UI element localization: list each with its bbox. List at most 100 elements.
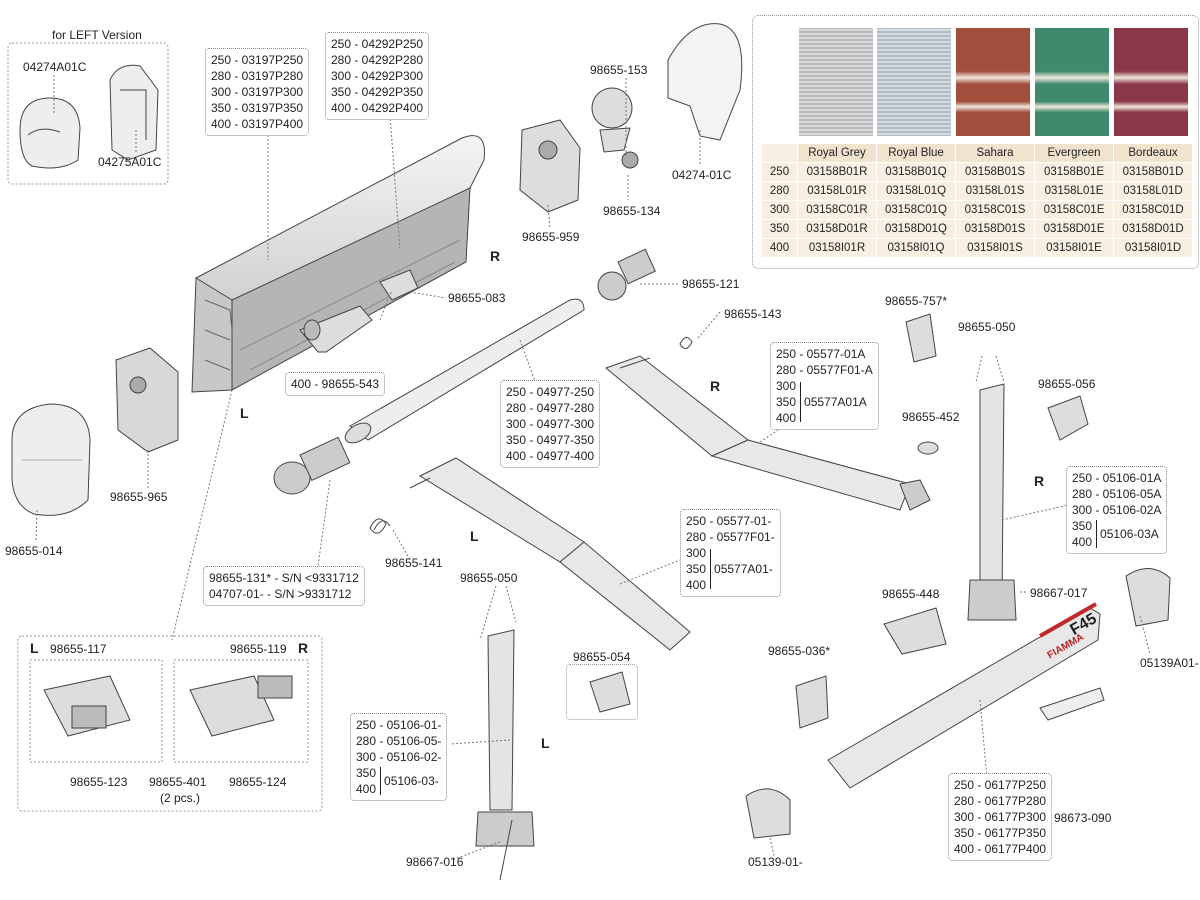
size-row: 250 - 05577-01-: [686, 514, 772, 528]
code-cell: 03158D01R: [797, 219, 877, 239]
part-label-98655-119: 98655-119: [230, 642, 287, 656]
size-row: 98655-131* - S/N <9331712: [209, 571, 359, 585]
part-label-98655-050-right: 98655-050: [958, 320, 1016, 334]
code-cell: 03158I01D: [1113, 238, 1193, 258]
col-header: Sahara: [955, 143, 1035, 163]
swatch-sahara: [956, 28, 1030, 136]
size-row: 280 - 04977-280: [506, 401, 595, 415]
size-row: 400: [686, 578, 707, 592]
part-label-05139A01: 05139A01-: [1140, 656, 1199, 670]
part-label-98655-050-left: 98655-050: [460, 571, 518, 585]
size-row: 350 - 06177P350: [954, 826, 1047, 840]
size-row: 300 - 05106-02-: [356, 750, 442, 764]
group-code: 05577A01-: [714, 562, 773, 576]
size-row: 300 - 03197P300: [211, 85, 304, 99]
part-label-98655-036: 98655-036*: [768, 644, 831, 658]
side-marker-box-left: L: [30, 640, 39, 656]
size-row: 300 - 06177P300: [954, 810, 1047, 824]
part-label-98667-016: 98667-016: [406, 855, 464, 869]
front-rail-part: [827, 602, 1101, 789]
size-row: 250 - 04292P250: [331, 37, 424, 51]
leg-r-size-list: 250 - 05106-01A 280 - 05106-05A 300 - 05…: [1066, 466, 1168, 554]
size-row: 350 - 04977-350: [506, 433, 595, 447]
bracket-part: [379, 269, 419, 301]
part-label-98655-757: 98655-757*: [885, 294, 948, 308]
size-row: 300 - 05106-02A: [1072, 503, 1162, 517]
roller-end-plug-part: [273, 436, 351, 495]
arm-r-size-list: 250 - 05577-01A 280 - 05577F01-A 300 350…: [770, 342, 879, 430]
code-cell: 03158I01E: [1034, 238, 1114, 258]
size-cell: 250: [761, 162, 798, 182]
right-gear-housing-part: [519, 119, 581, 213]
size-row: 400 - 06177P400: [954, 842, 1047, 856]
code-cell: 03158B01E: [1034, 162, 1114, 182]
code-cell: 03158C01Q: [876, 200, 956, 220]
side-marker-left-leg: L: [541, 735, 550, 751]
size-row: 350: [776, 395, 797, 409]
left-version-title: for LEFT Version: [52, 28, 142, 42]
side-marker-left-arm: L: [470, 528, 479, 544]
code-cell: 03158B01S: [955, 162, 1035, 182]
code-cell: 03158L01Q: [876, 181, 956, 201]
fabric-color-table: Royal Grey Royal Blue Sahara Evergreen B…: [752, 15, 1199, 269]
group-code: 05577A01A: [804, 395, 867, 409]
part-label-98655-124: 98655-124: [229, 775, 287, 789]
corner-cell: [761, 143, 798, 163]
code-cell: 03158I01Q: [876, 238, 956, 258]
part-label-98673-090: 98673-090: [1054, 811, 1112, 825]
size-row: 300 - 04292P300: [331, 69, 424, 83]
swatch-royal-grey: [799, 28, 873, 136]
size-row: 300: [686, 546, 707, 560]
roller-plug-part: [597, 248, 656, 301]
size-row: 250 - 06177P250: [954, 778, 1047, 792]
col-header: Royal Blue: [876, 143, 956, 163]
part-label-05139-01: 05139-01-: [748, 855, 803, 869]
code-cell: 03158C01R: [797, 200, 877, 220]
size-row: 350: [686, 562, 707, 576]
part-label-98655-153: 98655-153: [590, 63, 648, 77]
code-cell: 03158C01D: [1113, 200, 1193, 220]
col-header: Bordeaux: [1113, 143, 1193, 163]
size-list-06177: 250 - 06177P250 280 - 06177P280 300 - 06…: [948, 773, 1053, 861]
support-profile-part: [299, 305, 373, 353]
leader-lines: [35, 75, 1151, 861]
side-marker-right: R: [490, 248, 501, 264]
code-cell: 03158B01R: [797, 162, 877, 182]
part-label-98655-143: 98655-143: [724, 307, 782, 321]
left-arm-part: [409, 457, 691, 651]
code-cell: 03158L01R: [797, 181, 877, 201]
code-cell: 03158L01S: [955, 181, 1035, 201]
side-marker-right-leg: R: [1034, 473, 1045, 489]
size-row: 280 - 05577F01-: [686, 530, 775, 544]
part-label-04275A01C: 04275A01C: [98, 155, 162, 169]
size-cell: 300: [761, 200, 798, 220]
winding-mechanism-part: [591, 87, 639, 169]
part-label-98655-965: 98655-965: [110, 490, 168, 504]
part-label-04274A01C: 04274A01C: [23, 60, 87, 74]
size-row: 300 - 04977-300: [506, 417, 595, 431]
swatch-royal-blue: [877, 28, 951, 136]
size-row: 280 - 05106-05A: [1072, 487, 1162, 501]
code-cell: 03158C01E: [1034, 200, 1114, 220]
right-end-cap-part: [667, 23, 743, 141]
group-code: 05106-03-: [384, 774, 439, 788]
part-label-98655-134: 98655-134: [603, 204, 661, 218]
size-row: 250 - 03197P250: [211, 53, 304, 67]
part-label-400-98655-543: 400 - 98655-543: [285, 372, 386, 396]
code-cell: 03158I01S: [955, 238, 1035, 258]
code-cell: 03158L01E: [1034, 181, 1114, 201]
part-label-98655-401-qty: (2 pcs.): [160, 791, 201, 805]
code-cell: 03158D01E: [1034, 219, 1114, 239]
code-cell: 03158B01D: [1113, 162, 1193, 182]
part-label-98655-083: 98655-083: [448, 291, 506, 305]
size-row: 280 - 03197P280: [211, 69, 304, 83]
size-list-03197: 250 - 03197P250 280 - 03197P280 300 - 03…: [205, 48, 310, 136]
fabric-code-table: Royal Grey Royal Blue Sahara Evergreen B…: [761, 143, 1193, 258]
size-row: 280 - 05577F01-A: [776, 363, 873, 377]
size-row: 350: [356, 766, 377, 780]
size-cell: 280: [761, 181, 798, 201]
part-label-98655-121: 98655-121: [682, 277, 740, 291]
code-cell: 03158D01Q: [876, 219, 956, 239]
